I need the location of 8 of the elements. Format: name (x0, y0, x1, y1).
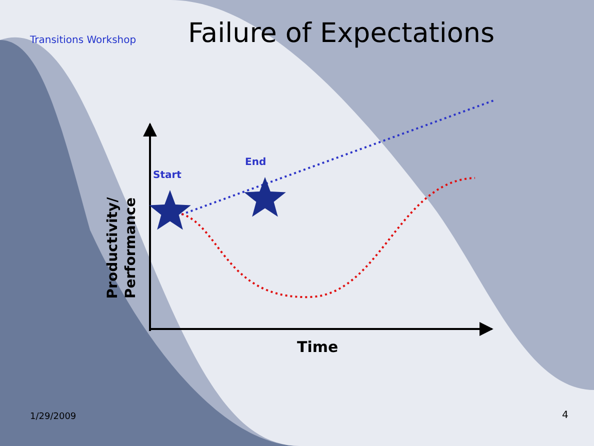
axis-label: Productivity/ Performance (104, 196, 140, 301)
point-label: End (245, 157, 266, 168)
slide-title: Failure of Expectations (188, 18, 495, 49)
page-number: 4 (562, 410, 568, 421)
point-label: Start (153, 170, 182, 181)
axis-label: Time (297, 338, 338, 356)
date-text: 1/29/2009 (30, 412, 76, 422)
header-text: Transitions Workshop (30, 35, 136, 46)
